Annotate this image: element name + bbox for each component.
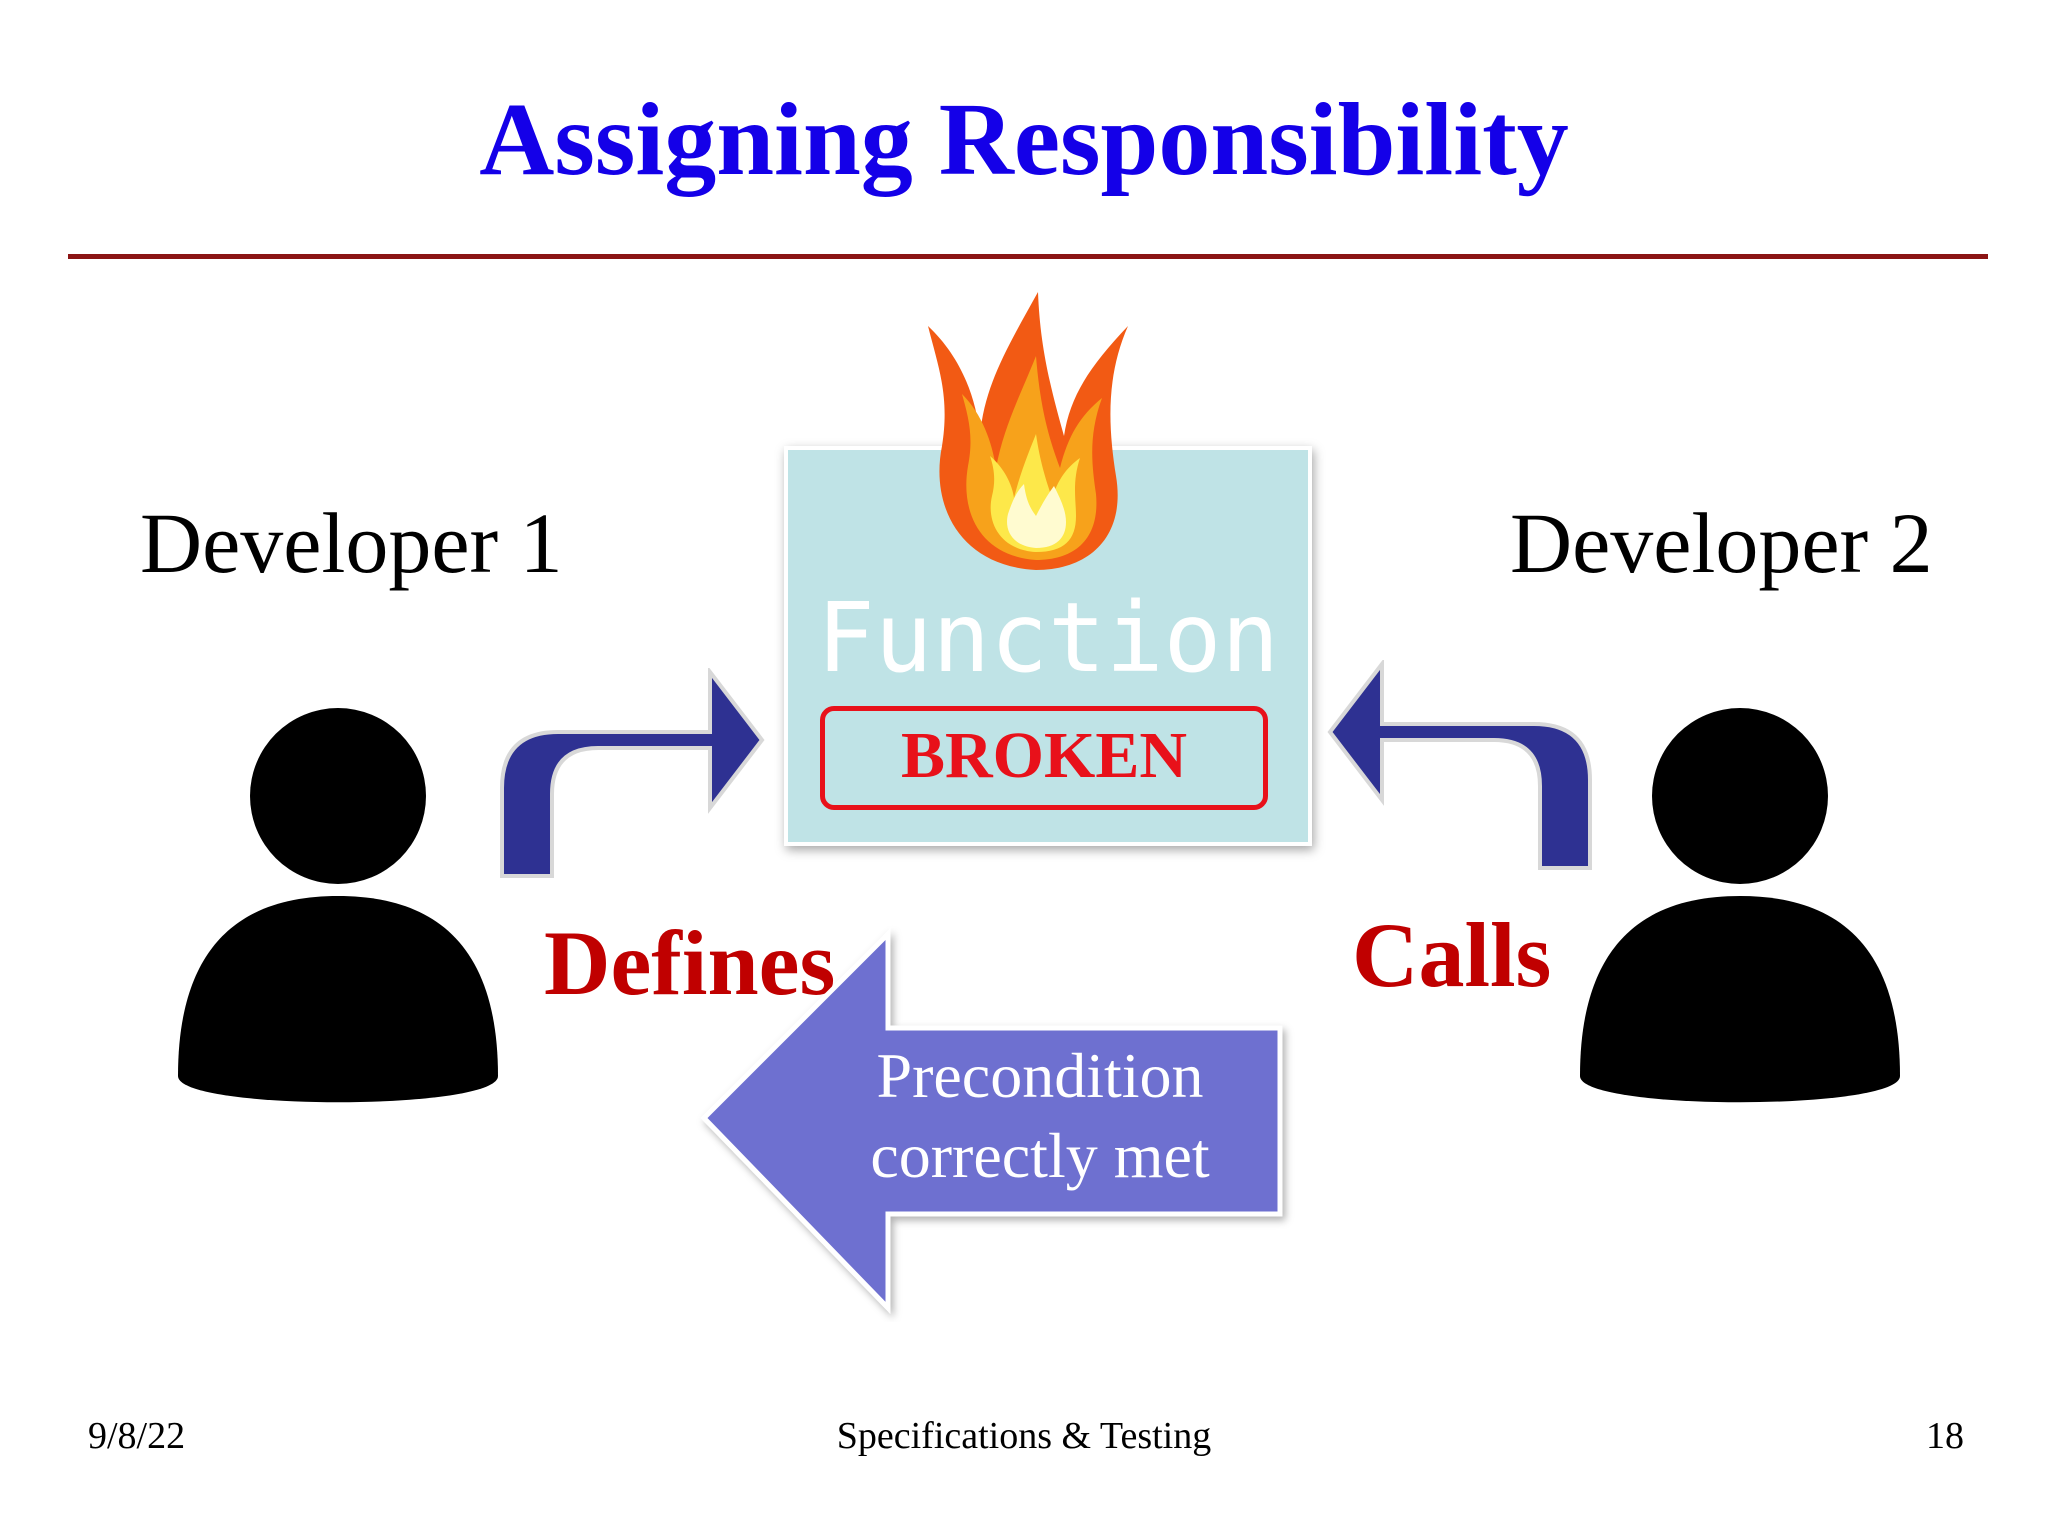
left-arrow-icon [700, 927, 1283, 1315]
calls-label: Calls [1352, 904, 1552, 1006]
slide-title: Assigning Responsibility [479, 82, 1569, 197]
person-icon [1580, 708, 1900, 1103]
curved-arrow-icon [500, 668, 765, 878]
defines-label: Defines [544, 912, 836, 1014]
footer-date: 9/8/22 [88, 1415, 186, 1457]
slide-number: 18 [1926, 1415, 1964, 1457]
title-divider [68, 254, 1988, 259]
broken-label: BROKEN [900, 719, 1188, 792]
precondition-line-2: correctly met [870, 1120, 1210, 1191]
precondition-line-1: Precondition [876, 1040, 1204, 1111]
function-label: Function [816, 582, 1280, 694]
broken-badge [820, 706, 1268, 810]
curved-arrow-icon [1327, 660, 1592, 870]
developer-1-label: Developer 1 [140, 495, 563, 591]
fire-icon [928, 292, 1128, 570]
person-icon [178, 708, 498, 1103]
developer-2-label: Developer 2 [1510, 495, 1933, 591]
precondition-text: Precondition correctly met [820, 1036, 1260, 1196]
footer-title: Specifications & Testing [836, 1415, 1212, 1457]
